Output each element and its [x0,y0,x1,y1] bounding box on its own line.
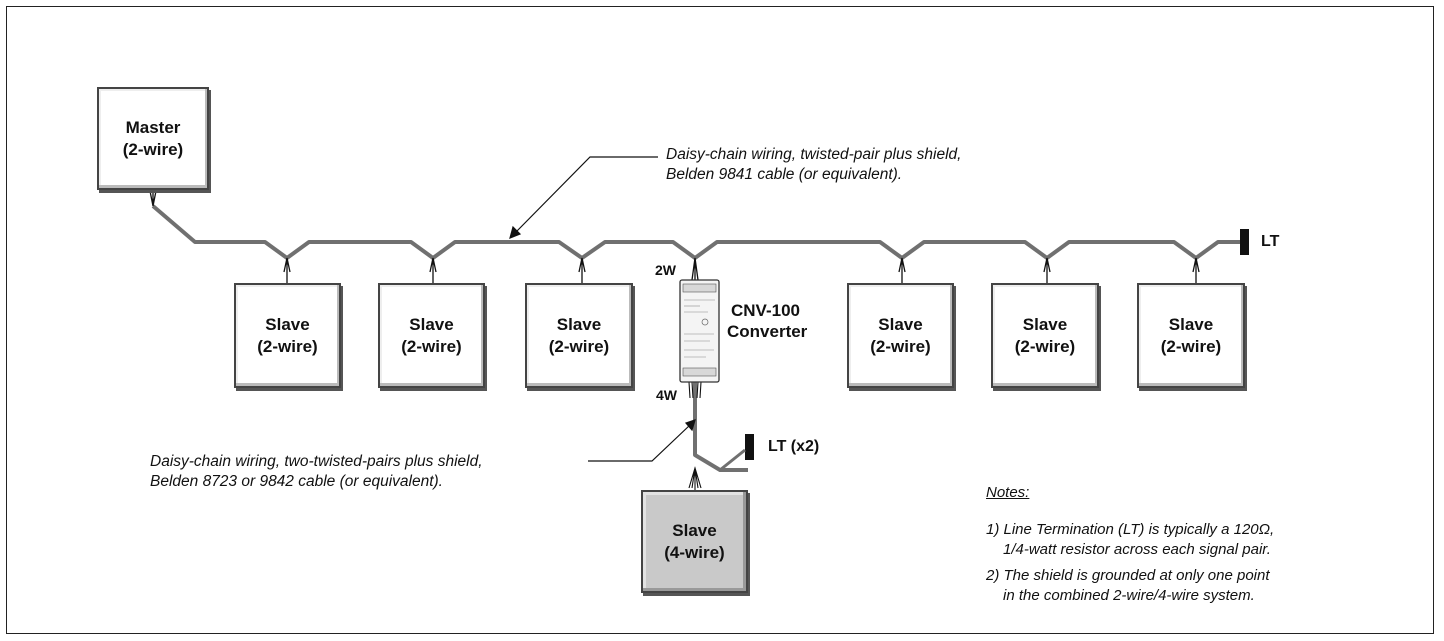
notes-title: Notes: [986,484,1030,501]
slave-type: (2-wire) [401,336,462,356]
drop-connectors [149,190,1200,283]
slave-type: (2-wire) [870,336,931,356]
annotation-arrow-top [509,156,658,240]
note-1-line2: 1/4-watt resistor across each signal pai… [1003,541,1271,558]
slave-type: (2-wire) [1014,336,1076,356]
slave-label: Slave [672,520,717,540]
annotation-bottom: Daisy-chain wiring, two-twisted-pairs pl… [150,452,483,492]
slave-box-3: Slave (2-wire) [525,283,633,388]
note-2-line2: in the combined 2-wire/4-wire system. [1003,587,1255,604]
diagram-frame [6,6,1434,634]
note-2-line1: 2) The shield is grounded at only one po… [986,567,1270,584]
slave-box-4: Slave (2-wire) [847,283,954,388]
lt-main-resistor [1240,229,1249,255]
four-wire-run [693,382,748,472]
lt-4wire-resistor [745,434,754,460]
slave-type: (2-wire) [548,336,610,356]
converter-2w-label: 2W [655,262,676,278]
master-box: Master (2-wire) [97,87,209,190]
slave-box-2: Slave (2-wire) [378,283,485,388]
slave-box-5: Slave (2-wire) [991,283,1099,388]
slave-label: Slave [878,314,923,334]
slave-box-6: Slave (2-wire) [1137,283,1245,388]
annotation-top-line2: Belden 9841 cable (or equivalent). [666,166,903,183]
lt-main-label: LT [1261,233,1280,250]
converter-type: Converter [727,322,808,341]
slave-box-1: Slave (2-wire) [234,283,341,388]
note-2: 2) The shield is grounded at only one po… [986,566,1270,606]
note-1: 1) Line Termination (LT) is typically a … [986,520,1274,560]
slave-type: (2-wire) [1160,336,1222,356]
converter-name: CNV-100 [731,301,800,320]
annotation-arrow-bottom [588,419,696,462]
four-wire-connectors [688,381,702,490]
annotation-bottom-line1: Daisy-chain wiring, two-twisted-pairs pl… [150,453,483,470]
slave-type: (4-wire) [664,542,725,562]
annotation-top: Daisy-chain wiring, twisted-pair plus sh… [666,145,961,185]
cnv-100-device-icon [679,279,720,383]
slave-4wire-box: Slave (4-wire) [641,490,748,593]
slave-label: Slave [409,314,454,334]
slave-label: Slave [556,314,602,334]
converter-4w-label: 4W [656,387,677,403]
slave-type: (2-wire) [257,336,318,356]
master-label: Master [125,117,181,137]
slave-label: Slave [265,314,310,334]
slave-label: Slave [1022,314,1068,334]
master-type: (2-wire) [122,139,184,159]
annotation-bottom-line2: Belden 8723 or 9842 cable (or equivalent… [150,473,443,490]
main-bus-wire [151,204,1240,260]
slave-label: Slave [1168,314,1214,334]
lt-4wire-label: LT (x2) [768,438,820,455]
note-1-line1: 1) Line Termination (LT) is typically a … [986,521,1275,538]
lt-4wire-lead [719,448,746,472]
annotation-top-line1: Daisy-chain wiring, twisted-pair plus sh… [666,146,962,163]
